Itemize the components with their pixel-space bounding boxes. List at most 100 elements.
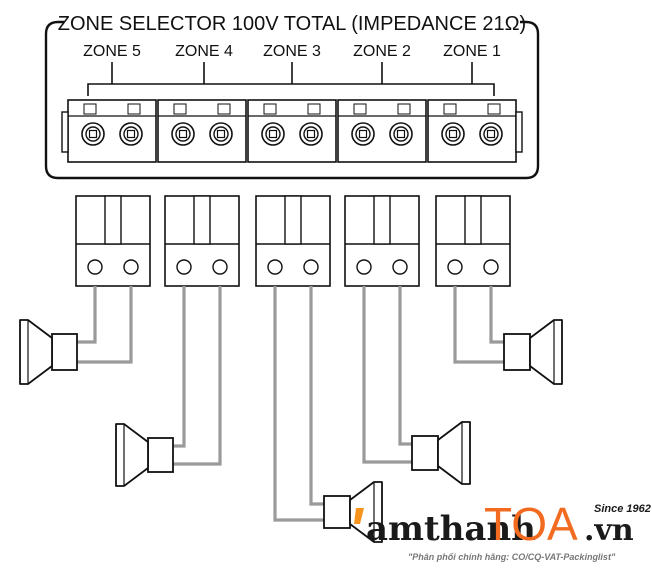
plug-hole-right: [123, 259, 139, 275]
screw-head-square: [216, 129, 226, 139]
terminal-latch-right: [487, 103, 501, 115]
plug-connector-zone-4: [164, 195, 240, 287]
plug-hole-left: [176, 259, 192, 275]
terminal-strip: [61, 99, 523, 163]
screw-head-square: [178, 129, 188, 139]
terminal-strip-end-left: [61, 111, 69, 153]
wire-2: [77, 286, 133, 364]
speaker-cone: [437, 421, 471, 485]
terminal-block-zone-1: [427, 99, 517, 163]
plug-center-tab: [104, 195, 122, 245]
terminal-screw-left: [171, 122, 195, 146]
plug-center-tab: [284, 195, 302, 245]
screw-head-square: [448, 129, 458, 139]
plug-center-tab: [193, 195, 211, 245]
brand-watermark: amthanh TOA .vn Since 1962 "Phân phối ch…: [354, 498, 651, 562]
zone-label-3: ZONE 3: [263, 43, 321, 60]
zone-bracket-lines: [87, 62, 495, 96]
speaker-zone-5: [19, 319, 78, 385]
speaker-cone: [529, 319, 563, 385]
zone-label-2: ZONE 2: [353, 43, 411, 60]
terminal-latch-left: [443, 103, 457, 115]
screw-head-square: [396, 129, 406, 139]
plug-connector-zone-1: [435, 195, 511, 287]
speaker-wires: [77, 286, 504, 522]
terminal-latch-right: [127, 103, 141, 115]
speaker-cone: [115, 423, 149, 487]
speaker-zone-2: [411, 421, 471, 485]
zone-label-4: ZONE 4: [175, 43, 233, 60]
plug-hole-right: [483, 259, 499, 275]
wire-8: [398, 286, 412, 446]
wire-9: [453, 286, 504, 364]
wire-7: [362, 286, 412, 464]
terminal-block-zone-4: [157, 99, 247, 163]
speaker-magnet: [323, 495, 351, 529]
zone-labels: ZONE 5 ZONE 4 ZONE 3 ZONE 2 ZONE 1: [83, 43, 501, 60]
wire-10: [489, 286, 504, 344]
speaker-cone: [19, 319, 53, 385]
panel-title: ZONE SELECTOR 100V TOTAL (IMPEDANCE 21Ω): [58, 13, 526, 35]
speaker-zone-1: [503, 319, 563, 385]
wire-1: [77, 286, 97, 344]
watermark-brand-prefix: amthanh: [366, 509, 536, 549]
screw-head-square: [88, 129, 98, 139]
terminal-screw-right: [119, 122, 143, 146]
terminal-strip-end-right: [515, 111, 523, 153]
terminal-latch-right: [217, 103, 231, 115]
terminal-block-body: [427, 99, 517, 163]
terminal-block-body: [247, 99, 337, 163]
zone-label-5: ZONE 5: [83, 43, 141, 60]
speaker-magnet: [147, 437, 174, 473]
terminal-block-body: [157, 99, 247, 163]
zone-label-1: ZONE 1: [443, 43, 501, 60]
terminal-screw-right: [209, 122, 233, 146]
watermark-brand-main: TOA: [484, 498, 578, 550]
speaker-zone-4: [115, 423, 174, 487]
terminal-latch-left: [173, 103, 187, 115]
plug-hole-left: [87, 259, 103, 275]
terminal-latch-right: [307, 103, 321, 115]
watermark-brand-suffix: .vn: [584, 513, 634, 548]
plug-hole-left: [267, 259, 283, 275]
terminal-screw-left: [81, 122, 105, 146]
screw-head-square: [268, 129, 278, 139]
plug-connector-zone-5: [75, 195, 151, 287]
plug-connectors: [75, 195, 511, 287]
panel-frame: [44, 20, 540, 180]
terminal-block-zone-3: [247, 99, 337, 163]
terminal-screw-right: [389, 122, 413, 146]
terminal-block-body: [67, 99, 157, 163]
wire-4: [173, 286, 222, 466]
plug-center-tab: [373, 195, 391, 245]
speaker-zone-3: [323, 481, 383, 543]
wire-5: [273, 286, 324, 522]
plug-connector-zone-3: [255, 195, 331, 287]
terminal-screw-left: [351, 122, 375, 146]
screw-head-square: [126, 129, 136, 139]
screw-head-square: [306, 129, 316, 139]
terminal-latch-right: [397, 103, 411, 115]
terminal-screw-right: [479, 122, 503, 146]
terminal-screw-right: [299, 122, 323, 146]
terminal-block-body: [337, 99, 427, 163]
terminal-screw-left: [441, 122, 465, 146]
terminal-latch-left: [353, 103, 367, 115]
speaker-magnet: [51, 333, 78, 371]
plug-connector-zone-2: [344, 195, 420, 287]
speaker-magnet: [503, 333, 531, 371]
watermark-since: Since 1962: [594, 503, 651, 515]
terminal-latch-left: [263, 103, 277, 115]
watermark-tagline: "Phân phối chính hãng: CO/CQ-VAT-Packing…: [408, 552, 616, 562]
plug-hole-right: [392, 259, 408, 275]
wire-3: [173, 286, 186, 448]
terminal-block-zone-2: [337, 99, 427, 163]
terminal-block-zone-5: [67, 99, 157, 163]
plug-hole-right: [303, 259, 319, 275]
terminal-screw-left: [261, 122, 285, 146]
plug-hole-left: [356, 259, 372, 275]
terminal-latch-left: [83, 103, 97, 115]
speaker-magnet: [411, 435, 439, 471]
screw-head-square: [486, 129, 496, 139]
